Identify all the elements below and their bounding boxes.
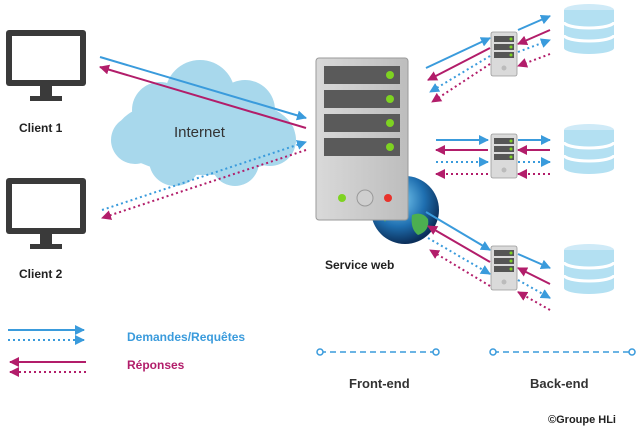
- web-service-label: Service web: [325, 258, 395, 272]
- backend-server-3-icon: [490, 245, 518, 291]
- client2-request-arrow: [101, 140, 307, 211]
- legend-responses-label: Réponses: [127, 358, 185, 372]
- legend-arrows: [8, 325, 86, 377]
- client1-request-arrow: [99, 56, 307, 121]
- copyright-label: ©Groupe HLi: [548, 414, 616, 426]
- backend-server-2-icon: [490, 133, 518, 179]
- backend-2-arrows: [435, 135, 551, 179]
- backend-3-arrows: [425, 211, 551, 311]
- client-1-monitor-icon: [6, 30, 86, 101]
- legend-requests-label: Demandes/Requêtes: [127, 330, 246, 344]
- backend-server-1-icon: [490, 31, 518, 77]
- client-1-label: Client 1: [19, 121, 63, 135]
- internet-label: Internet: [174, 124, 225, 141]
- client1-response-arrow: [99, 64, 307, 129]
- backend-1-arrows: [425, 15, 551, 103]
- client-2-label: Client 2: [19, 267, 63, 281]
- frontend-label: Front-end: [349, 376, 410, 391]
- client-arrows: [99, 56, 307, 220]
- database-3-icon: [562, 242, 616, 296]
- web-server-rack-icon: [315, 57, 409, 221]
- client2-response-arrow: [101, 149, 307, 220]
- internet-cloud-icon: [111, 60, 296, 186]
- backend-divider: [489, 348, 636, 356]
- backend-label: Back-end: [530, 376, 589, 391]
- frontend-divider: [316, 348, 440, 356]
- client-2-monitor-icon: [6, 178, 86, 249]
- database-2-icon: [562, 122, 616, 176]
- database-1-icon: [562, 2, 616, 56]
